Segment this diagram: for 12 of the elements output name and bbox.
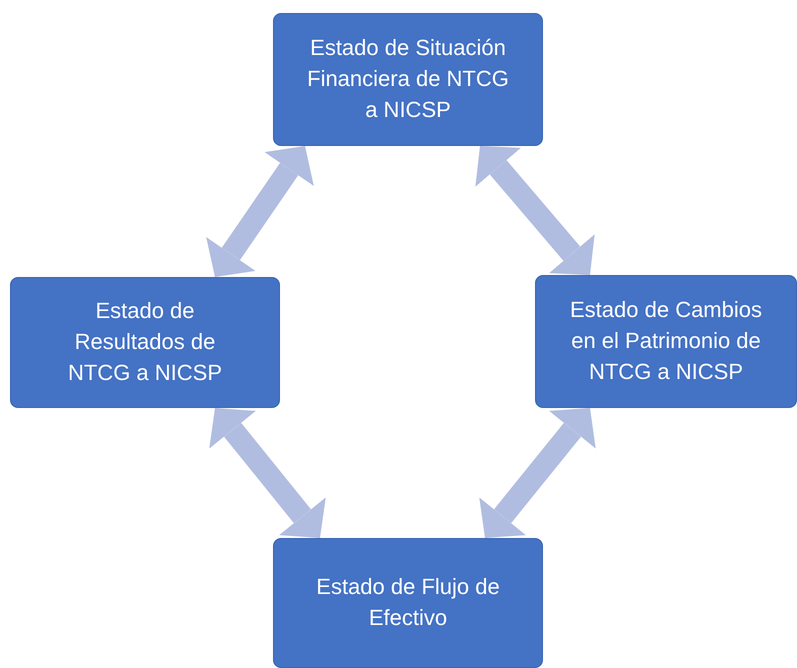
process-box <box>10 277 280 408</box>
process-box <box>273 13 543 146</box>
box-label: Estado de Situación Financiera de NTCG a NICSP <box>306 34 510 124</box>
double-arrow <box>475 146 595 275</box>
process-box <box>535 275 797 408</box>
double-arrow <box>209 408 326 538</box>
box-label: Estado de Flujo de Efectivo <box>315 573 501 632</box>
box-label: Estado de Cambios en el Patrimonio de NTCG a NICSP <box>569 296 763 386</box>
double-arrow <box>206 146 314 277</box>
box-label: Estado de Resultados de NTCG a NICSP <box>66 297 224 387</box>
process-box <box>273 538 543 668</box>
double-arrow <box>479 408 596 538</box>
